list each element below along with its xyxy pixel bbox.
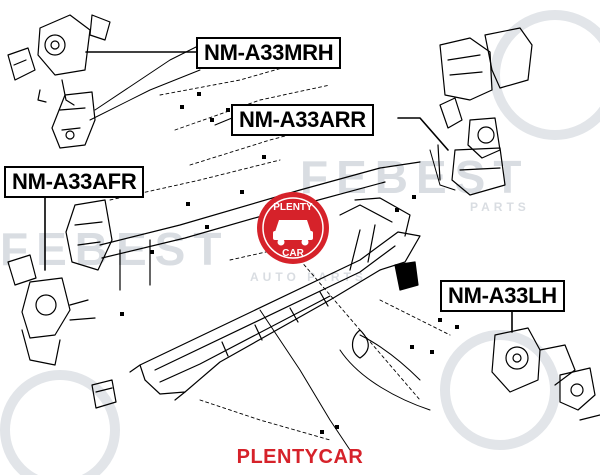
- mount-afr-assembly: [7, 199, 113, 366]
- part-label-mount-afr: NM-A33AFR: [4, 166, 145, 198]
- crossmember-frame: [99, 161, 421, 401]
- watermark-brand-top: FEBEST: [300, 151, 530, 203]
- mount-rh-assembly: [7, 14, 111, 149]
- watermark-parts-right: PARTS: [470, 200, 530, 214]
- mount-lh-assembly: [351, 327, 600, 421]
- part-label-mount-lh: NM-A33LH: [440, 280, 565, 312]
- mount-arr-assembly: [437, 27, 533, 196]
- part-label-mount-rh: NM-A33MRH: [196, 37, 342, 69]
- fastener-marks: [120, 92, 459, 434]
- routing-lines: [89, 39, 456, 451]
- small-damper: [91, 261, 419, 409]
- footer-brand: PLENTYCAR: [236, 446, 364, 468]
- leader-lines: [44, 51, 513, 333]
- logo-text-top: PLENTY: [273, 202, 313, 213]
- logo-text-bottom: CAR: [282, 248, 304, 259]
- watermark-rings: [0, 10, 600, 475]
- watermark-parts-left: AUTO PARTS: [250, 270, 367, 284]
- part-label-mount-arr: NM-A33ARR: [231, 104, 374, 136]
- plentycar-logo: PLENTY CAR: [257, 192, 329, 264]
- leader-arr: [397, 117, 449, 151]
